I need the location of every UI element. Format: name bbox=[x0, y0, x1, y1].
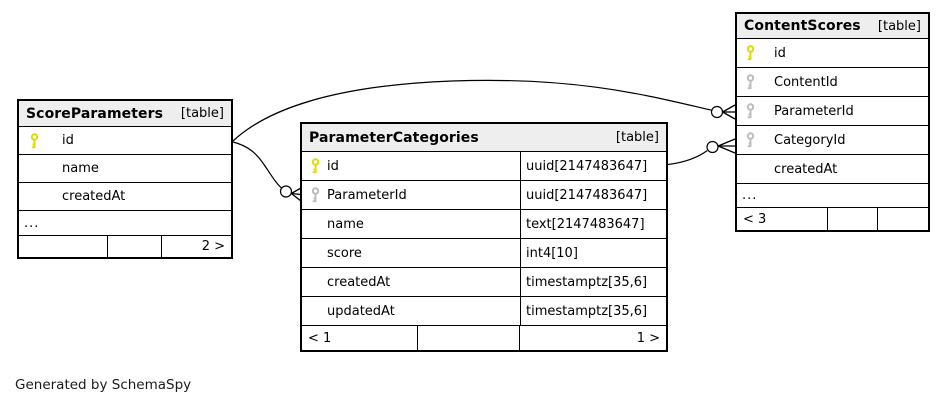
key-spacer bbox=[310, 274, 322, 290]
key-spacer bbox=[29, 189, 41, 205]
column-row-categoryid: CategoryId bbox=[737, 126, 928, 155]
key-spacer bbox=[745, 161, 757, 177]
column-row-id: id bbox=[737, 39, 928, 68]
column-row-name: name text[2147483647] bbox=[302, 210, 666, 239]
key-spacer bbox=[310, 303, 322, 319]
table-tag: [table] bbox=[180, 106, 224, 121]
column-name: createdAt bbox=[774, 161, 838, 177]
column-name: score bbox=[327, 245, 362, 261]
column-name: id bbox=[62, 133, 74, 148]
column-type: int4[10] bbox=[520, 239, 666, 267]
table-footer: 2 > bbox=[19, 236, 231, 257]
ellipsis-row: ... bbox=[737, 184, 928, 208]
crowsfoot-marker bbox=[722, 104, 736, 120]
column-name: name bbox=[62, 161, 99, 176]
key-spacer bbox=[29, 161, 41, 177]
column-row-createdat: createdAt bbox=[737, 155, 928, 184]
primary-key-icon bbox=[310, 158, 322, 174]
column-name: createdAt bbox=[327, 274, 391, 290]
column-type: uuid[2147483647] bbox=[520, 152, 666, 180]
column-name: id bbox=[774, 45, 786, 61]
column-row-parameterid: ParameterId uuid[2147483647] bbox=[302, 181, 666, 210]
column-row-updatedat: updatedAt timestamptz[35,6] bbox=[302, 297, 666, 326]
column-row-createdat: createdAt bbox=[19, 183, 231, 211]
column-row-name: name bbox=[19, 155, 231, 183]
foreign-key-icon bbox=[745, 103, 757, 119]
table-title[interactable]: ParameterCategories bbox=[309, 129, 479, 146]
column-rows: id name createdAt... bbox=[19, 127, 231, 236]
table-node-parametercategories[interactable]: ParameterCategories [table] id uuid[21474… bbox=[300, 122, 668, 352]
zero-circle-marker bbox=[710, 105, 724, 119]
foreign-key-icon bbox=[310, 187, 322, 203]
table-header[interactable]: ParameterCategories [table] bbox=[302, 124, 666, 152]
column-type: uuid[2147483647] bbox=[520, 181, 666, 209]
column-rows: id uuid[2147483647] ParameterId uuid[214748… bbox=[302, 152, 666, 326]
primary-key-icon bbox=[29, 132, 41, 149]
table-tag: [table] bbox=[877, 18, 921, 34]
table-title[interactable]: ScoreParameters bbox=[26, 105, 164, 122]
key-spacer bbox=[310, 245, 322, 261]
column-row-id: id uuid[2147483647] bbox=[302, 152, 666, 181]
column-name: CategoryId bbox=[774, 132, 846, 148]
key-spacer bbox=[310, 216, 322, 232]
column-row-parameterid: ParameterId bbox=[737, 97, 928, 126]
footer-cell-3: 1 > bbox=[636, 330, 660, 346]
column-type: timestamptz[35,6] bbox=[520, 297, 666, 325]
ellipsis-row: ... bbox=[19, 211, 231, 236]
table-header[interactable]: ScoreParameters [table] bbox=[19, 101, 231, 127]
column-row-contentid: ContentId bbox=[737, 68, 928, 97]
generated-by-label: Generated by SchemaSpy bbox=[15, 377, 192, 393]
column-row-score: score int4[10] bbox=[302, 239, 666, 268]
zero-circle-marker bbox=[706, 140, 719, 154]
column-name: ParameterId bbox=[774, 103, 854, 119]
column-row-id: id bbox=[19, 127, 231, 155]
column-name: id bbox=[327, 158, 339, 174]
footer-cell-1: < 3 bbox=[737, 208, 828, 230]
footer-cell-1 bbox=[19, 236, 108, 257]
footer-cell-2 bbox=[418, 326, 520, 350]
table-footer: < 1 1 > bbox=[302, 326, 666, 350]
primary-key-icon bbox=[745, 45, 757, 61]
column-type: text[2147483647] bbox=[520, 210, 666, 238]
table-footer: < 3 bbox=[737, 208, 928, 230]
foreign-key-icon bbox=[745, 132, 757, 148]
foreign-key-icon bbox=[745, 74, 757, 90]
table-title[interactable]: ContentScores bbox=[744, 18, 861, 34]
column-type: timestamptz[35,6] bbox=[520, 268, 666, 296]
footer-cell-1: < 1 bbox=[302, 326, 418, 350]
footer-cell-3 bbox=[878, 208, 928, 230]
table-node-scoreparameters[interactable]: ScoreParameters [table] id name createdAt.… bbox=[17, 99, 233, 259]
fk-edge-parametercategories-id-to-contentscores-categoryid bbox=[667, 138, 736, 166]
table-tag: [table] bbox=[615, 130, 659, 145]
zero-circle-marker bbox=[279, 185, 293, 198]
column-row-createdat: createdAt timestamptz[35,6] bbox=[302, 268, 666, 297]
footer-cell-3: 2 > bbox=[201, 239, 225, 254]
column-name: createdAt bbox=[62, 189, 126, 204]
table-header[interactable]: ContentScores [table] bbox=[737, 14, 928, 39]
crowsfoot-marker bbox=[717, 138, 736, 154]
fk-edge-scoreparameters-id-to-parametercategories-parameterid bbox=[232, 141, 302, 202]
column-name: ParameterId bbox=[327, 187, 407, 203]
footer-cell-2 bbox=[108, 236, 162, 257]
footer-cell-2 bbox=[828, 208, 878, 230]
column-name: name bbox=[327, 216, 364, 232]
column-name: ContentId bbox=[774, 74, 838, 90]
column-name: updatedAt bbox=[327, 303, 395, 319]
